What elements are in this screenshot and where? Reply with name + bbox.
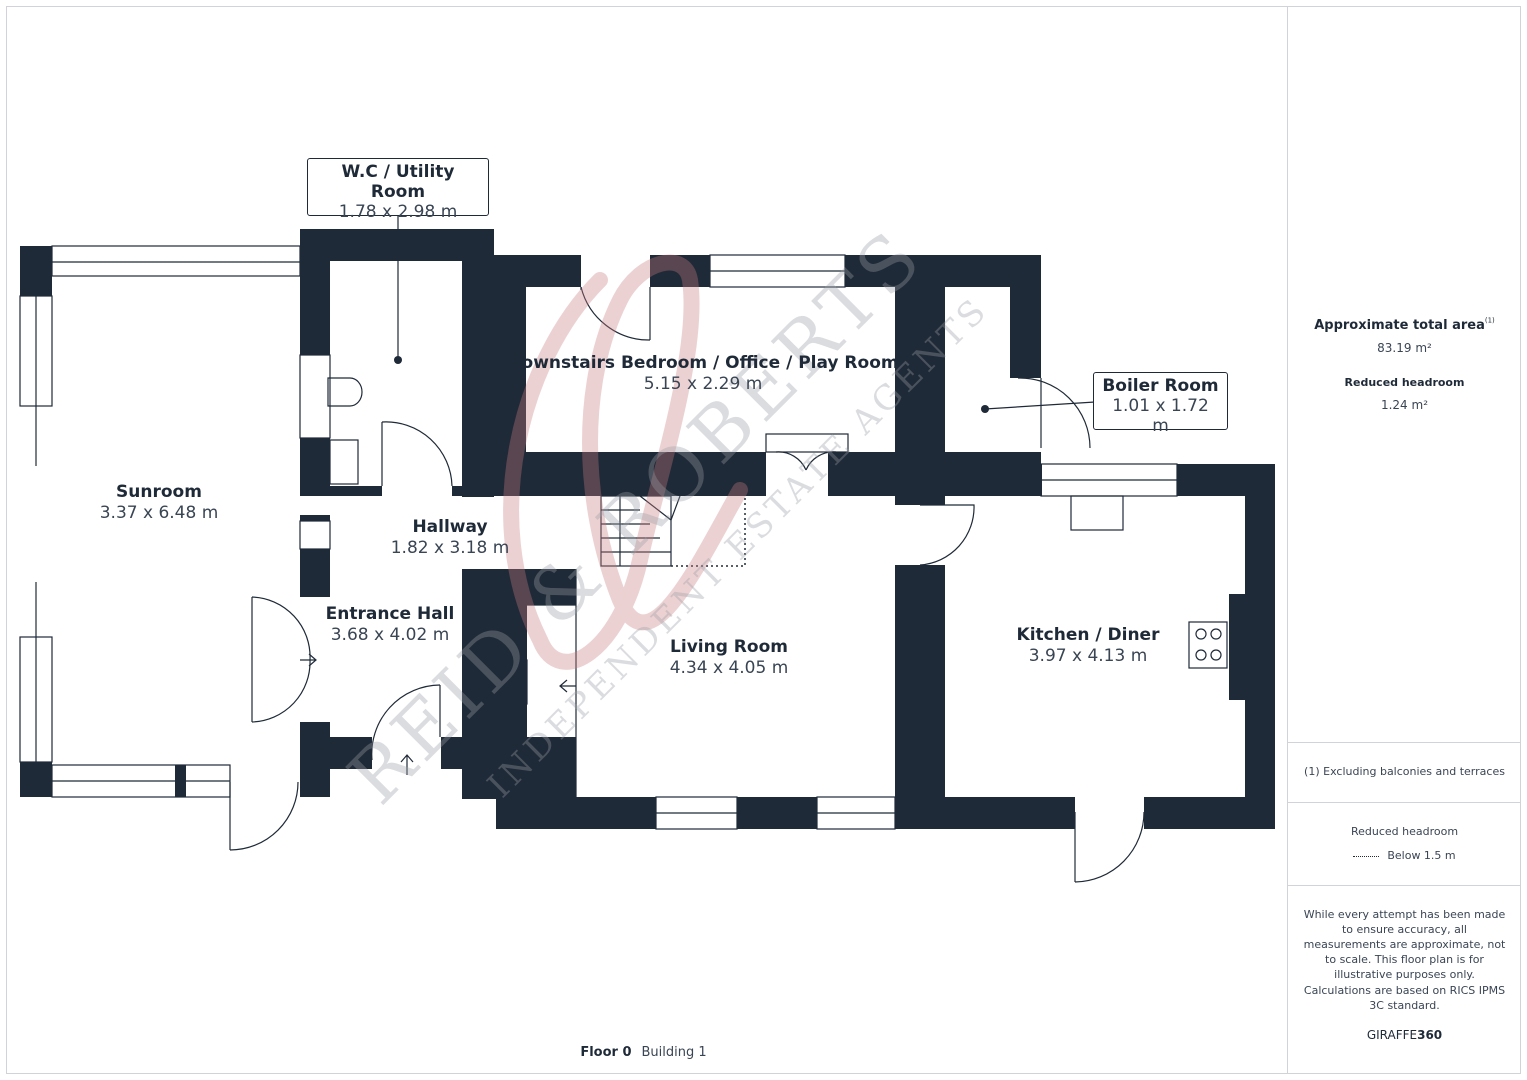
fixtures [19, 245, 1228, 883]
calc-note: Calculations are based on RICS IPMS 3C s… [1303, 984, 1506, 1012]
room-bedroom: Downstairs Bedroom / Office / Play Room … [507, 353, 898, 396]
room-name: Sunroom [116, 482, 202, 502]
room-dimensions: 4.34 x 4.05 m [669, 658, 789, 679]
callout-dots [394, 356, 989, 413]
page-frame [6, 6, 1521, 1074]
legend-item: Below 1.5 m [1387, 849, 1456, 862]
disclaimer: While every attempt has been made to ens… [1303, 908, 1506, 981]
reduced-headroom-value: 1.24 m² [1380, 398, 1429, 412]
room-living: Living Room 4.34 x 4.05 m [670, 637, 789, 680]
walls [20, 229, 1275, 829]
panel-divider [1287, 6, 1288, 1074]
total-area-label: Approximate total area [1314, 318, 1485, 333]
reduced-headroom-label: Reduced headroom [1344, 376, 1465, 389]
callout-pointers [397, 215, 1096, 410]
room-dimensions: 1.78 x 2.98 m [338, 202, 458, 222]
room-name: Kitchen / Diner [1016, 625, 1160, 645]
room-name: Downstairs Bedroom / Office / Play Room [507, 353, 899, 373]
footnote: (1) Excluding balconies and terraces [1304, 765, 1505, 778]
total-area-value: 83.19 m² [1377, 341, 1432, 355]
brand-logo: GIRAFFE360 [1288, 1028, 1521, 1042]
floor-label: Floor 0 [580, 1045, 632, 1060]
panel-divider [1288, 802, 1521, 803]
panel-divider [1288, 742, 1521, 743]
room-dimensions: 1.01 x 1.72 m [1112, 396, 1209, 436]
legend-title: Reduced headroom [1350, 825, 1459, 838]
callout-wc: W.C / Utility Room 1.78 x 2.98 m [307, 158, 489, 222]
floor-plan [19, 215, 1275, 883]
reduced-headroom-line [671, 496, 746, 567]
callout-boiler: Boiler Room 1.01 x 1.72 m [1093, 372, 1228, 436]
room-name: Boiler Room [1102, 376, 1219, 396]
room-entrance-hall: Entrance Hall 3.68 x 4.02 m [326, 604, 455, 647]
legend-row: Below 1.5 m [1288, 848, 1521, 863]
room-hallway: Hallway 1.82 x 3.18 m [391, 517, 510, 560]
entry-arrows [300, 653, 576, 775]
dotted-line-icon [1353, 855, 1380, 857]
room-dimensions: 3.68 x 4.02 m [330, 625, 450, 646]
brand-right: 360 [1417, 1028, 1443, 1042]
brand-left: GIRAFFE [1366, 1028, 1418, 1042]
room-name: Living Room [670, 637, 788, 657]
room-kitchen: Kitchen / Diner 3.97 x 4.13 m [1017, 625, 1160, 668]
room-dimensions: 5.15 x 2.29 m [643, 374, 763, 395]
building-label: Building 1 [641, 1045, 707, 1060]
room-sunroom: Sunroom 3.37 x 6.48 m [100, 482, 219, 525]
room-dimensions: 3.97 x 4.13 m [1028, 646, 1148, 667]
room-name: Entrance Hall [325, 604, 455, 624]
room-name: W.C / Utility Room [341, 162, 455, 202]
panel-divider [1288, 885, 1521, 886]
room-dimensions: 1.82 x 3.18 m [390, 538, 510, 559]
room-name: Hallway [412, 517, 488, 537]
room-dimensions: 3.37 x 6.48 m [99, 503, 219, 524]
floor-caption: Floor 0 Building 1 [0, 1045, 1287, 1060]
total-area-heading: Approximate total area(1) [1288, 314, 1521, 333]
total-area-sup: (1) [1484, 316, 1495, 325]
